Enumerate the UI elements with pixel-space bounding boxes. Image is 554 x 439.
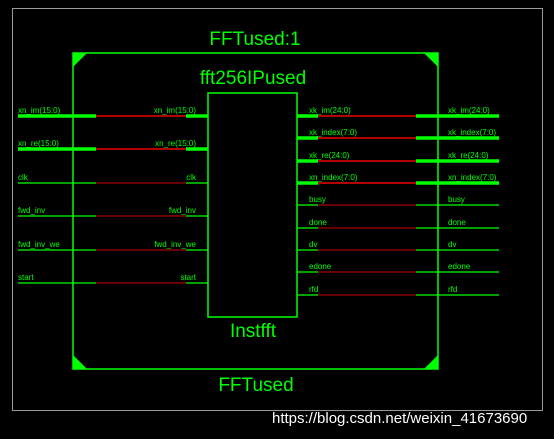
outer-output-label: rfd <box>448 285 457 294</box>
outer-input-label: fwd_inv <box>18 206 45 215</box>
inner-output-label: xk_im(24:0) <box>309 106 351 115</box>
outer-block <box>72 52 439 370</box>
inner-input-label: fwd_inv <box>169 206 196 215</box>
inner-input-label: clk <box>186 173 197 182</box>
corner-marker-bottom-right <box>424 355 438 369</box>
output-port-1: xk_index(7:0) xk_index(7:0) <box>297 128 499 140</box>
corner-marker-top-left <box>73 53 87 67</box>
inner-output-label: xn_index(7:0) <box>309 173 358 182</box>
outer-output-label: dv <box>448 240 456 249</box>
outer-input-label: xn_im(15:0) <box>18 106 61 115</box>
corner-marker-bottom-left <box>73 355 87 369</box>
inner-output-label: busy <box>309 195 326 204</box>
inner-output-label: done <box>309 218 327 227</box>
canvas-frame <box>12 8 543 411</box>
outer-output-label: done <box>448 218 466 227</box>
inner-output-label: rfd <box>309 285 318 294</box>
inner-input-label: xn_im(15:0) <box>154 106 197 115</box>
outer-input-label: fwd_inv_we <box>18 240 60 249</box>
watermark-url: https://blog.csdn.net/weixin_41673690 <box>272 410 528 427</box>
outer-input-label: xn_re(15:0) <box>18 139 59 148</box>
input-port-0: xn_im(15:0) xn_im(15:0) <box>18 106 208 118</box>
inner-output-label: edone <box>309 262 332 271</box>
outer-input-label: clk <box>18 173 29 182</box>
inner-block <box>207 92 298 318</box>
outer-output-label: edone <box>448 262 471 271</box>
input-port-2: clk clk <box>18 173 208 184</box>
outer-block-title: FFTused:1 <box>209 29 300 50</box>
input-port-1: xn_re(15:0) xn_re(15:0) <box>18 139 208 151</box>
inner-block-instance-name: Instfft <box>230 321 277 342</box>
corner-marker-top-right <box>424 53 438 67</box>
output-port-7: edone edone <box>297 262 499 273</box>
output-port-4: busy busy <box>297 195 499 206</box>
inner-output-label: dv <box>309 240 317 249</box>
outer-output-label: busy <box>448 195 465 204</box>
ports-layer: xn_im(15:0)xn_im(15:0)xn_re(15:0)xn_re(1… <box>18 106 499 296</box>
outer-output-label: xk_im(24:0) <box>448 106 490 115</box>
output-port-6: dv dv <box>297 240 499 251</box>
input-port-3: fwd_inv fwd_inv <box>18 206 208 217</box>
inner-output-label: xk_re(24:0) <box>309 151 350 160</box>
output-port-0: xk_im(24:0) xk_im(24:0) <box>297 106 499 118</box>
outer-block-name: FFTused <box>218 375 293 396</box>
input-port-5: start start <box>18 273 208 284</box>
inner-output-label: xk_index(7:0) <box>309 128 357 137</box>
output-port-5: done done <box>297 218 499 229</box>
output-port-8: rfd rfd <box>297 285 499 296</box>
inner-block-title: fft256IPused <box>200 68 306 89</box>
outer-output-label: xn_index(7:0) <box>448 173 497 182</box>
output-port-2: xk_re(24:0) xk_re(24:0) <box>297 151 499 163</box>
inner-input-label: start <box>180 273 196 282</box>
inner-input-label: xn_re(15:0) <box>155 139 196 148</box>
outer-input-label: start <box>18 273 34 282</box>
inner-input-label: fwd_inv_we <box>154 240 196 249</box>
outer-output-label: xk_index(7:0) <box>448 128 496 137</box>
outer-output-label: xk_re(24:0) <box>448 151 489 160</box>
output-port-3: xn_index(7:0) xn_index(7:0) <box>297 173 499 185</box>
input-port-4: fwd_inv_we fwd_inv_we <box>18 240 208 251</box>
